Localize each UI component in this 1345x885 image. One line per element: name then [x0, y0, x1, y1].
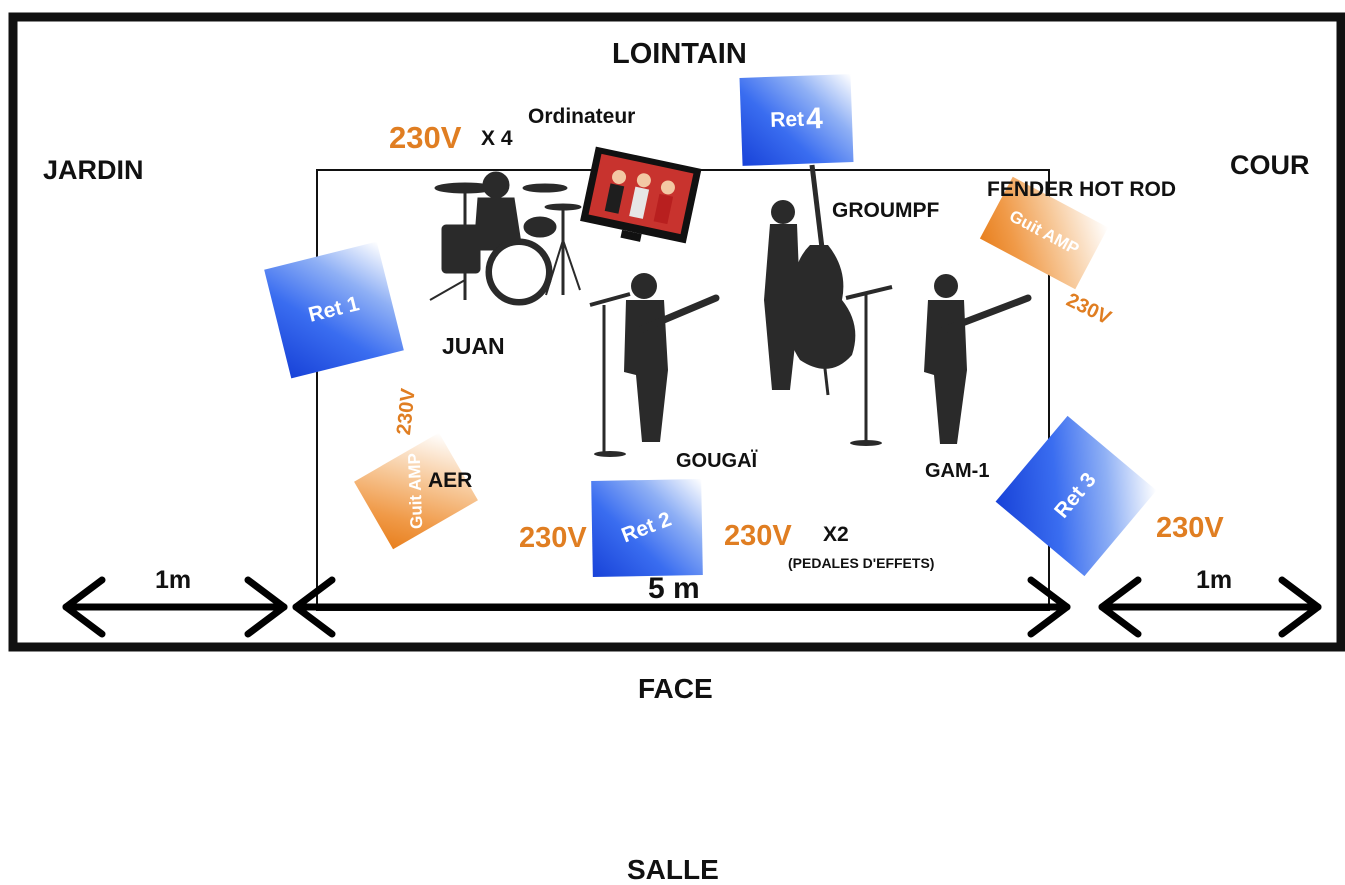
pedals-note: (PEDALES D'EFFETS) — [788, 555, 935, 571]
direction-back-label: LOINTAIN — [612, 38, 747, 70]
bassist-silhouette — [764, 164, 856, 396]
dimension-arrow-left — [62, 576, 288, 638]
dimension-right-label: 1m — [1196, 566, 1233, 594]
power-left-amp: 230V — [393, 387, 420, 437]
power-top-count: X 4 — [481, 127, 513, 150]
room-frame — [8, 12, 1345, 652]
microphone-stand — [845, 285, 893, 446]
monitor-ret-4: Ret 4 — [739, 74, 854, 166]
power-center-left: 230V — [519, 522, 587, 554]
drummer-silhouette — [429, 171, 582, 306]
dimension-left-label: 1m — [155, 566, 192, 594]
monitor-ret-1-label: Ret 1 — [306, 292, 362, 327]
power-center-right: 230V — [724, 520, 792, 552]
power-top: 230V — [389, 120, 462, 155]
dimension-arrow-right — [1098, 576, 1322, 638]
guitar-amp-left-label: Guit AMP — [404, 452, 427, 530]
monitor-ret-3-label: Ret 3 — [1050, 468, 1101, 523]
musician-label-gougai: GOUGAÏ — [676, 450, 758, 472]
computer-monitor — [580, 146, 702, 244]
computer-label: Ordinateur — [528, 105, 636, 128]
guitar-amp-right-label: Guit AMP — [1006, 206, 1083, 259]
monitor-ret-4-label: Ret — [769, 107, 805, 132]
musician-label-gam1: GAM-1 — [925, 460, 990, 482]
direction-front-label: FACE — [638, 673, 713, 704]
power-right-front: 230V — [1156, 512, 1224, 544]
musician-label-juan: JUAN — [442, 333, 505, 359]
direction-right-label: COUR — [1230, 150, 1310, 180]
dimension-center-label: 5 m — [648, 572, 700, 605]
monitor-ret-4-number: 4 — [805, 102, 824, 136]
power-center-right-count: X2 — [823, 523, 849, 546]
dimension-arrow-center — [292, 576, 1071, 638]
amp-model-right: FENDER HOT ROD — [987, 178, 1176, 201]
musician-label-groumpf: GROUMPF — [832, 199, 940, 222]
guitarist-gougai-silhouette — [589, 273, 720, 457]
amp-model-left: AER — [428, 469, 473, 492]
guitarist-gam1-silhouette — [924, 274, 1032, 444]
direction-audience-label: SALLE — [627, 854, 719, 885]
monitor-ret-2: Ret 2 — [591, 479, 703, 577]
direction-left-label: JARDIN — [43, 155, 144, 185]
monitor-ret-2-label: Ret 2 — [618, 507, 675, 548]
